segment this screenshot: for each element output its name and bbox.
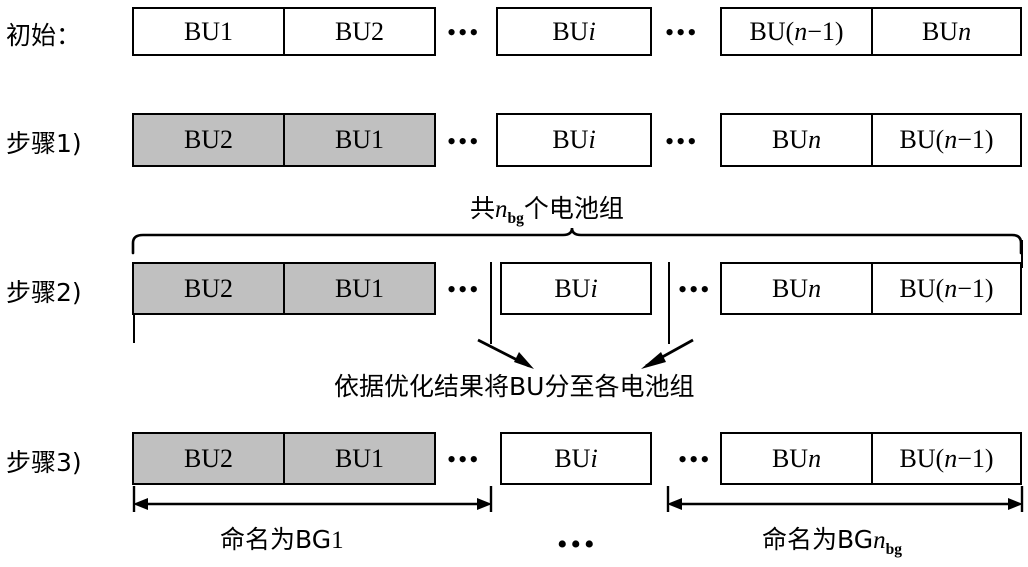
bu-box-r4-c2: BU1: [284, 432, 436, 485]
bu-box-r4-c4-label: BUn: [771, 443, 822, 473]
group-label-left: 命名为BG1: [220, 520, 344, 556]
ellipsis-r4-right: •••: [678, 445, 712, 474]
bu-box-r1-c5: BUn: [872, 7, 1022, 56]
group-label-right: 命名为BGnbg: [762, 520, 902, 559]
brace-caption-var: n: [495, 196, 508, 223]
bu-box-r4-c5: BU(n−1): [872, 432, 1022, 485]
bu-box-r4-c5-label: BU(n−1): [899, 443, 994, 473]
group-span-brace: [131, 227, 1023, 255]
bu-box-r3-c3-label: BUi: [554, 273, 598, 303]
row-label-step1: 步骤1): [6, 129, 82, 158]
brace-caption-suffix: 个电池组: [523, 194, 624, 223]
bu-box-r2-c2: BU1: [284, 113, 436, 167]
group-label-right-prefix: 命名为BG: [762, 525, 874, 554]
ellipsis-r4-left: •••: [447, 445, 481, 474]
bu-box-r2-c3: BUi: [496, 113, 652, 167]
bu-box-r2-c4-label: BUn: [771, 125, 822, 154]
group-extent-arrow-left: [132, 486, 493, 512]
bu-box-r3-c1-label: BU2: [183, 273, 234, 303]
bu-box-r3-c5: BU(n−1): [872, 262, 1022, 315]
group-divider-line-right: [1021, 240, 1023, 268]
bu-box-r1-c3: BUi: [496, 7, 652, 56]
ellipsis-r1-right: •••: [665, 18, 699, 47]
bu-box-r1-c2-label: BU2: [334, 16, 385, 46]
bu-box-r1-c1: BU1: [132, 7, 284, 56]
bu-box-r1-c4: BU(n−1): [720, 7, 872, 56]
assign-caption: 依据优化结果将BU分至各电池组: [334, 372, 695, 401]
bu-box-r3-c4-label: BUn: [771, 273, 822, 303]
bu-box-r2-c4: BUn: [720, 113, 872, 167]
bu-box-r4-c3: BUi: [500, 432, 652, 485]
row-label-step2: 步骤2): [6, 278, 82, 307]
group-divider-line-mid-right: [668, 262, 670, 344]
group-label-right-var: n: [873, 527, 886, 554]
ellipsis-r3-right: •••: [678, 275, 712, 304]
bu-box-r3-c3: BUi: [500, 262, 652, 315]
bu-box-r1-c1-label: BU1: [183, 16, 234, 46]
bu-box-r2-c2-label: BU1: [334, 125, 385, 154]
bu-box-r3-c4: BUn: [720, 262, 872, 315]
bu-box-r4-c4: BUn: [720, 432, 872, 485]
ellipsis-r3-left: •••: [447, 275, 481, 304]
bu-box-r4-c1: BU2: [132, 432, 284, 485]
bu-box-r4-c3-label: BUi: [554, 443, 598, 473]
brace-caption: 共nbg个电池组: [470, 189, 624, 228]
bu-box-r3-c5-label: BU(n−1): [899, 273, 994, 303]
ellipsis-r2-right: •••: [665, 127, 699, 156]
group-label-left-value: 1: [331, 527, 344, 554]
row-label-initial: 初始：: [6, 21, 82, 50]
bu-box-r4-c2-label: BU1: [334, 443, 385, 473]
bu-box-r2-c3-label: BUi: [552, 125, 596, 154]
brace-caption-sub: bg: [507, 210, 524, 227]
brace-caption-prefix: 共: [470, 194, 496, 223]
ellipsis-r1-left: •••: [447, 18, 481, 47]
bu-box-r3-c2: BU1: [284, 262, 436, 315]
group-label-right-sub: bg: [885, 541, 902, 558]
group-label-middle-ellipsis: •••: [557, 528, 598, 561]
bu-box-r2-c1-label: BU2: [183, 125, 234, 154]
bu-box-r1-c4-label: BU(n−1): [749, 16, 844, 46]
group-divider-line-mid-left: [490, 262, 492, 344]
bu-box-r2-c5-label: BU(n−1): [899, 125, 994, 154]
row-label-step3: 步骤3): [6, 448, 82, 477]
group-extent-arrow-right: [666, 486, 1024, 512]
assign-arrow-left: [477, 338, 534, 369]
group-divider-line-left: [133, 313, 135, 343]
bu-box-r4-c1-label: BU2: [183, 443, 234, 473]
bu-box-r3-c1: BU2: [132, 262, 284, 315]
bu-box-r1-c2: BU2: [284, 7, 436, 56]
bu-box-r1-c3-label: BUi: [552, 16, 596, 46]
assign-arrow-right: [641, 338, 694, 369]
bu-box-r2-c5: BU(n−1): [872, 113, 1022, 167]
group-label-left-prefix: 命名为BG: [220, 525, 332, 554]
bu-box-r3-c2-label: BU1: [334, 273, 385, 303]
bu-box-r2-c1: BU2: [132, 113, 284, 167]
ellipsis-r2-left: •••: [447, 127, 481, 156]
bu-box-r1-c5-label: BUn: [921, 16, 972, 46]
